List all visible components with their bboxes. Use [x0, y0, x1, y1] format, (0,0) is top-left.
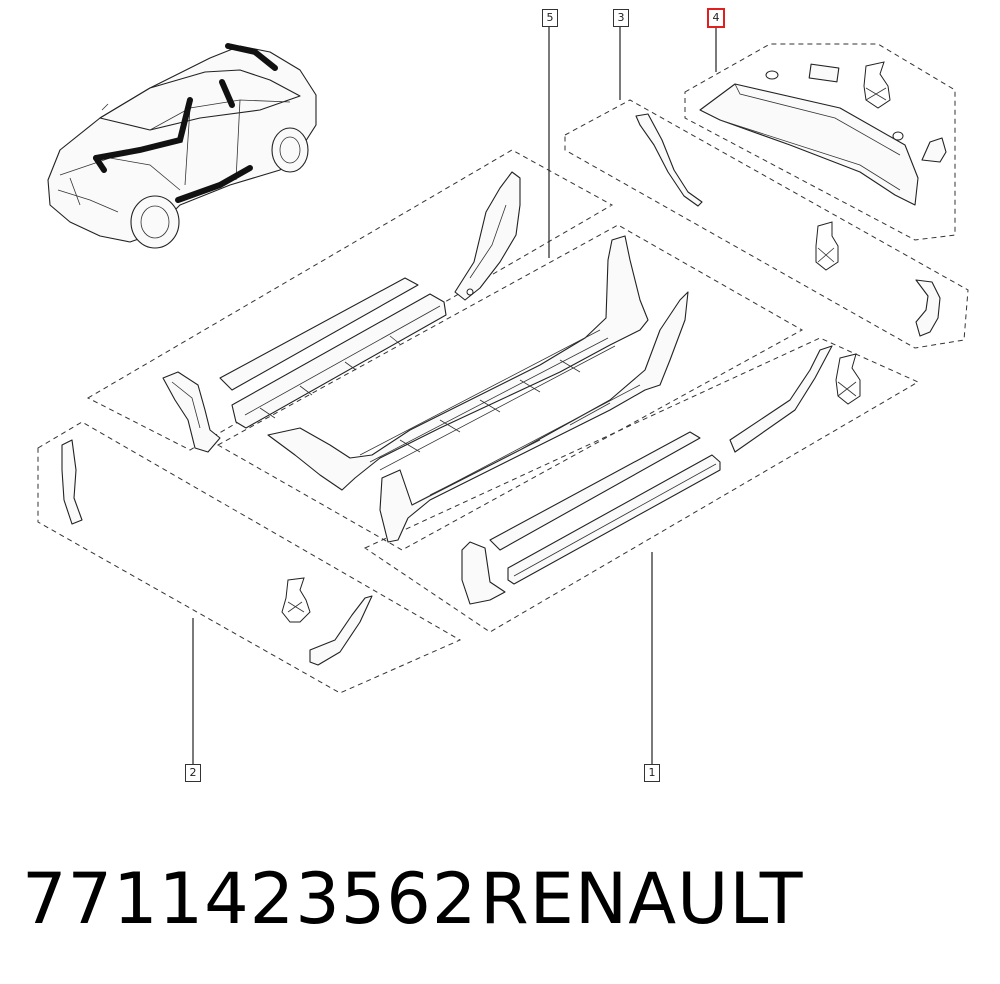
- assembly-outlines: [37, 43, 969, 694]
- part-number: 7711423562: [22, 858, 478, 940]
- part-group-5: [162, 171, 521, 453]
- callout-3: 3: [613, 9, 629, 27]
- callout-5: 5: [542, 9, 558, 27]
- vehicle-illustration: [47, 43, 317, 249]
- part-group-4: [699, 61, 947, 405]
- part-group-3: [635, 113, 941, 337]
- callout-2: 2: [185, 764, 201, 782]
- part-group-2: [61, 439, 373, 666]
- parts-diagram: [37, 26, 969, 764]
- leader-lines: [192, 26, 717, 764]
- brand-name: RENAULT: [480, 858, 804, 940]
- exploded-view-svg: [37, 26, 969, 764]
- part-group-1: [461, 345, 833, 605]
- callout-4: 4: [707, 8, 725, 28]
- callout-1: 1: [644, 764, 660, 782]
- main-sill-trim: [267, 235, 689, 543]
